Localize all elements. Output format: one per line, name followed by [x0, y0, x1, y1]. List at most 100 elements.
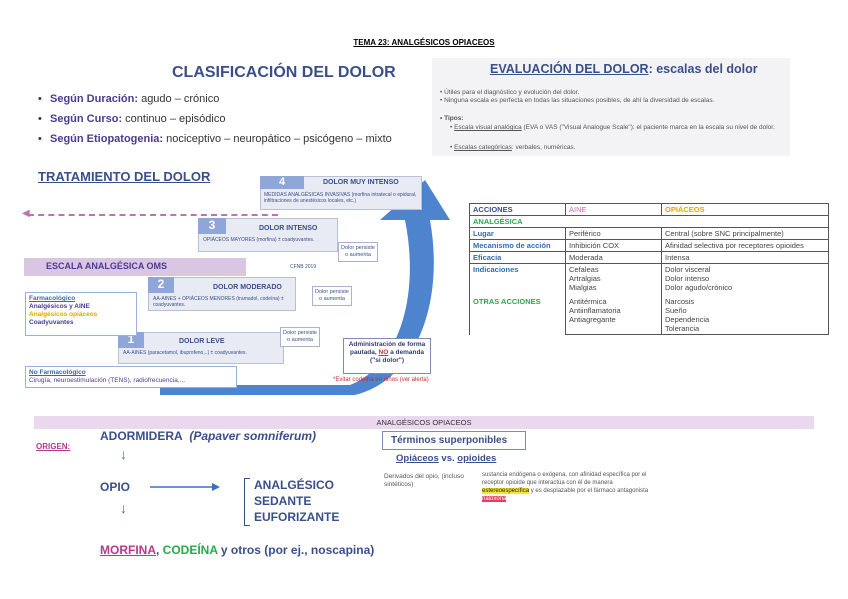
- table-row: Mecanismo de acción Inhibición COX Afini…: [469, 239, 829, 252]
- opio-label: OPIO: [100, 480, 131, 494]
- table-cell: Indicaciones OTRAS ACCIONES: [469, 263, 566, 335]
- step-label: DOLOR LEVE: [179, 338, 225, 345]
- origen-label: ORIGEN:: [36, 442, 71, 451]
- opioides-word: opioides: [457, 453, 497, 464]
- categoricas-link: Escalas categóricas: [454, 144, 512, 151]
- terminos-box: Términos superponibles: [382, 431, 526, 450]
- tipos-label-text: Tipos:: [444, 115, 464, 122]
- item-value: nociceptivo – neuropático – psicógeno – …: [163, 133, 392, 145]
- table-section: ANALGÉSICA: [469, 215, 829, 228]
- table-cell: Cefaleas Artralgias Mialgias Antitérmica…: [565, 263, 662, 335]
- table-cell: Periférico: [565, 227, 662, 240]
- eva-link: Escala visual analógica: [454, 124, 522, 131]
- farmacologico-line: Analgésicos opiáceos: [29, 311, 98, 318]
- derivados-text: Derivados del opio, (incluso sintéticos): [384, 473, 464, 488]
- step-detail: AA-AINES (paracetamol, ibuprofeno,..) ± …: [123, 350, 247, 356]
- table-row: Indicaciones OTRAS ACCIONES Cefaleas Art…: [469, 263, 829, 335]
- otras-aine: Antitérmica Antiinflamatoria Antiagregan…: [569, 297, 621, 324]
- sustancia-text: sustancia endógena o exógena, con afinid…: [482, 471, 650, 503]
- tipos-label: • Tipos:: [440, 115, 464, 122]
- page-title: TEMA 23: ANALGÉSICOS OPIACEOS: [353, 38, 495, 47]
- persiste-note: Dolor persiste o aumenta: [312, 286, 352, 306]
- tipo-eva: • Escala visual analógica (EVA o VAS ("V…: [450, 124, 775, 131]
- sustancia-part: sustancia endógena o exógena, con afinid…: [482, 472, 647, 486]
- no-farmacologico-title: No Farmacológico: [29, 369, 86, 376]
- evaluacion-line-text: Útiles para el diagnóstico y evolución d…: [444, 89, 580, 96]
- persiste-note: Dolor persiste o aumenta: [280, 327, 320, 347]
- effects-list: ANALGÉSICO SEDANTE EUFORIZANTE: [254, 477, 339, 525]
- naloxona-highlight: naloxona: [482, 496, 507, 502]
- item-key: Según Etiopatogenia:: [50, 133, 164, 145]
- list-item: • Según Curso: continuo – episódico: [38, 109, 392, 129]
- vs-text: vs.: [438, 453, 458, 464]
- indicaciones-aine: Cefaleas Artralgias Mialgias: [569, 265, 601, 292]
- escala-divider: [28, 214, 278, 216]
- tratamiento-title: TRATAMIENTO DEL DOLOR: [38, 169, 211, 184]
- bullet-icon: •: [38, 133, 42, 145]
- item-value: agudo – crónico: [138, 93, 220, 105]
- step-number: 2: [148, 277, 174, 293]
- evitar-codeina-note: *Evitar codeína en niños (ver alerta): [333, 377, 429, 383]
- bullet-icon: •: [38, 113, 42, 125]
- administracion-text: a demanda ("si dolor"): [370, 349, 425, 364]
- otras-opiaceos: Narcosis Sueño Dependencia Tolerancia: [665, 297, 710, 333]
- clasificacion-list: • Según Duración: agudo – crónico • Según …: [38, 89, 392, 149]
- otros-text: y otros (por ej., noscapina): [217, 543, 375, 557]
- list-item: • Según Etiopatogenia: nociceptivo – neur…: [38, 129, 392, 149]
- arrow-down-icon: ↓: [120, 500, 127, 516]
- no-farmacologico-box: No Farmacológico Cirugía, neuroestimulac…: [25, 366, 237, 388]
- farmacologico-line: Coadyuvantes: [29, 319, 74, 326]
- evaluacion-title-main: EVALUACIÓN DEL DOLOR: [490, 62, 649, 76]
- administracion-box: Administración de forma pautada, NO a de…: [343, 338, 431, 374]
- bullet-icon: •: [38, 93, 42, 105]
- step-dolor-leve: 1 DOLOR LEVE AA-AINES (paracetamol, ibup…: [118, 332, 284, 364]
- effect-item: EUFORIZANTE: [254, 510, 340, 524]
- table-cell: Afinidad selectiva por receptores opioid…: [661, 239, 829, 252]
- effects-bracket: [244, 478, 250, 526]
- morfina-text: MORFINA: [100, 543, 156, 557]
- evaluacion-title-rest: : escalas del dolor: [648, 62, 758, 76]
- evaluacion-panel: [432, 58, 790, 156]
- item-value: continuo – episódico: [122, 113, 226, 125]
- farmacologico-box: Farmacológico Analgésicos y AINE Analgés…: [25, 292, 137, 336]
- step-dolor-muy-intenso: 4 DOLOR MUY INTENSO MEDIDAS ANALGÉSICAS …: [260, 176, 422, 210]
- opiaceos-word: Opiáceos: [396, 453, 439, 464]
- arrow-right-icon: [150, 483, 220, 491]
- effect-item: ANALGÉSICO: [254, 478, 335, 492]
- farmacologico-title: Farmacológico: [29, 295, 76, 302]
- step-detail: MEDIDAS ANALGÉSICAS INVASIVAS (morfina i…: [264, 192, 417, 204]
- estereoespecifica-highlight: estereoespecífica: [482, 488, 530, 494]
- farmacologico-line: Analgésicos y AINE: [29, 303, 90, 310]
- administracion-text: Administración de forma pautada,: [348, 341, 426, 356]
- item-key: Según Curso:: [50, 113, 123, 125]
- adormidera-title: ADORMIDERA (Papaver somniferum): [100, 429, 316, 443]
- table-header-row: ACCIONES AINE OPIÁCEOS: [469, 203, 829, 216]
- table-cell: Intensa: [661, 251, 829, 264]
- list-item: • Según Duración: agudo – crónico: [38, 89, 392, 109]
- table-cell: Central (sobre SNC principalmente): [661, 227, 829, 240]
- arrow-down-icon: ↓: [120, 446, 127, 462]
- codeina-text: CODEÍNA: [162, 543, 218, 557]
- step-number: 1: [118, 332, 144, 348]
- indicaciones-label: Indicaciones: [473, 265, 519, 274]
- evaluacion-title: EVALUACIÓN DEL DOLOR: escalas del dolor: [490, 62, 758, 76]
- item-key: Según Duración:: [50, 93, 139, 105]
- table-header: AINE: [565, 203, 662, 216]
- adormidera-text: ADORMIDERA: [100, 429, 183, 443]
- opiaceos-vs-opioides: Opiáceos vs. opioides: [396, 453, 496, 464]
- table-cell: Lugar: [469, 227, 566, 240]
- administracion-no: NO: [378, 349, 389, 356]
- otras-acciones-label: OTRAS ACCIONES: [473, 297, 541, 306]
- table-row: ANALGÉSICA: [469, 215, 829, 228]
- step-detail: OPIÁCEOS MAYORES (morfina) ± coadyuvante…: [203, 237, 315, 243]
- categoricas-desc: : verbales, numéricas.: [511, 144, 576, 151]
- step-number: 3: [198, 218, 226, 234]
- table-header: ACCIONES: [469, 203, 566, 216]
- table-row: Lugar Periférico Central (sobre SNC prin…: [469, 227, 829, 240]
- effect-item: SEDANTE: [254, 494, 312, 508]
- step-number: 4: [260, 176, 304, 189]
- table-cell: Inhibición COX: [565, 239, 662, 252]
- arrow-left-icon: ◀: [22, 208, 30, 219]
- step-label: DOLOR MODERADO: [213, 284, 282, 291]
- evaluacion-line: • Útiles para el diagnóstico y evolución…: [440, 89, 580, 96]
